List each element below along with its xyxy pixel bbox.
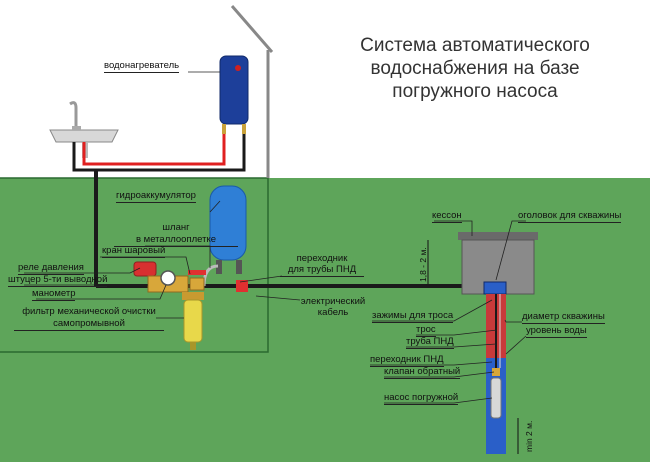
ground-area xyxy=(0,178,650,462)
label-fitting: штуцер 5-ти выводной xyxy=(8,274,108,287)
water-heater-icon xyxy=(219,55,249,134)
label-filter-line-2: самопромывной xyxy=(14,318,164,331)
label-pump: насос погружной xyxy=(384,392,459,405)
filter-icon xyxy=(182,292,204,350)
label-rope: трос xyxy=(416,324,436,337)
pressure-relay-icon xyxy=(133,261,157,277)
label-accumulator: гидроаккумулятор xyxy=(116,190,196,203)
label-caisson: кессон xyxy=(432,210,462,223)
faucet-icon xyxy=(69,101,81,130)
label-cable-line-1: электрический xyxy=(300,296,366,307)
label-manometer: манометр xyxy=(32,288,76,301)
label-water-level: уровень воды xyxy=(526,325,587,338)
label-min-dimension: min 2 м. xyxy=(524,420,534,452)
house-outline xyxy=(0,177,269,353)
label-rope-clamps: зажимы для троса xyxy=(372,310,454,323)
label-pressure-relay: реле давления xyxy=(18,262,84,275)
label-hose-line-2: в металлооплетке xyxy=(114,234,238,247)
diagram-title: Система автоматического водоснабжения на… xyxy=(320,34,630,103)
label-check-valve: клапан обратный xyxy=(384,366,461,379)
ball-valve-icon xyxy=(189,277,205,291)
label-water-heater: водонагреватель xyxy=(104,60,180,73)
title-line-2: водоснабжения на базе xyxy=(370,58,580,79)
heater-supply-pipe xyxy=(98,134,246,172)
label-adapter-line-1: переходник xyxy=(296,253,348,264)
label-well-diameter: диаметр скважины xyxy=(522,311,605,324)
title-line-3: погружного насоса xyxy=(392,81,558,102)
label-depth-dimension: 1,8 - 2 м. xyxy=(418,247,428,282)
ball-valve-handle xyxy=(188,270,206,275)
well-head-icon xyxy=(483,281,507,295)
hot-water-pipe xyxy=(82,134,226,166)
label-pnd-adapter: переходник ПНД xyxy=(370,354,444,367)
label-ball-valve: кран шаровый xyxy=(102,245,166,258)
label-cable-line-2: кабель xyxy=(317,307,349,318)
manometer-icon xyxy=(160,270,176,286)
pnd-adapter-icon xyxy=(236,280,248,292)
roof-line xyxy=(230,5,274,53)
label-hose-line-1: шланг xyxy=(162,222,190,233)
leader-lines xyxy=(24,71,527,404)
title-line-1: Система автоматического xyxy=(360,35,590,56)
label-pnd-pipe: труба ПНД xyxy=(406,336,454,349)
sink-supply-pipe xyxy=(72,142,98,172)
label-adapter-line-2: для трубы ПНД xyxy=(280,264,364,277)
label-filter-line-1: фильтр механической очистки xyxy=(22,306,156,317)
accumulator-tank-icon xyxy=(209,185,247,274)
check-valve-icon xyxy=(492,368,500,376)
label-well-head: оголовок для скважины xyxy=(518,210,622,223)
submersible-pump-icon xyxy=(490,377,502,419)
